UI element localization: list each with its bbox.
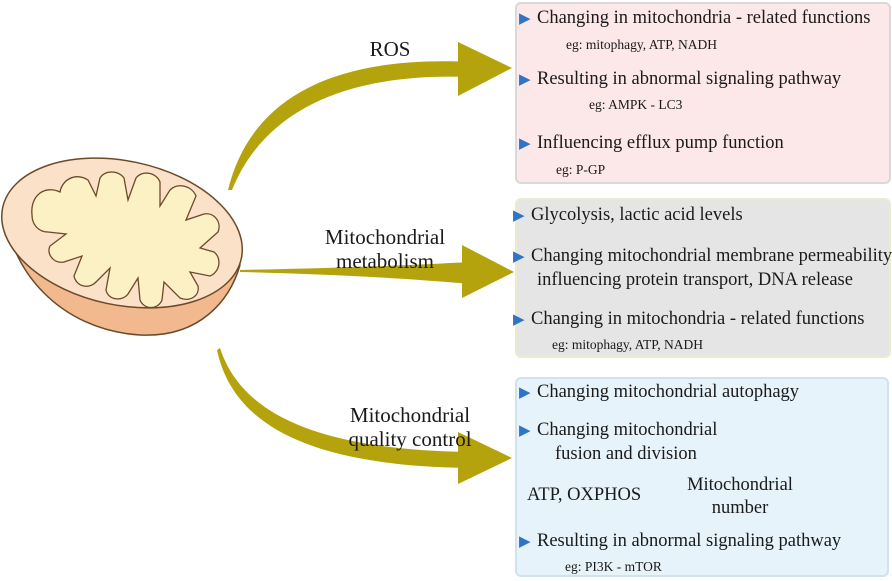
atp-oxphos-label: ATP, OXPHOS — [527, 485, 642, 505]
quality-control-arrow — [217, 348, 512, 484]
ros-label: ROS — [369, 37, 411, 61]
metabolism-item-3: ▶Changing in mitochondria - related func… — [513, 309, 865, 329]
ros-item-1: ▶Changing in mitochondria - related func… — [519, 8, 871, 28]
quality-item-2-line2: fusion and division — [555, 444, 697, 464]
ros-item-3-example: eg: P-GP — [556, 162, 606, 177]
ros-item-2: ▶Resulting in abnormal signaling pathway — [519, 69, 842, 89]
quality-item-3-example: eg: PI3K - mTOR — [565, 559, 662, 574]
bullet-icon: ▶ — [519, 385, 531, 401]
metabolism-item-2-line2: influencing protein transport, DNA relea… — [537, 270, 853, 290]
bullet-icon: ▶ — [519, 72, 531, 88]
metabolism-item-2: ▶Changing mitochondrial membrane permeab… — [513, 246, 892, 266]
metabolism-label-line2: metabolism — [336, 249, 434, 273]
quality-item-2: ▶Changing mitochondrial — [519, 420, 718, 440]
quality-label-line2: quality control — [348, 427, 472, 451]
bullet-icon: ▶ — [513, 312, 525, 328]
ros-item-1-example: eg: mitophagy, ATP, NADH — [566, 37, 717, 52]
bullet-icon: ▶ — [513, 208, 525, 224]
bullet-icon: ▶ — [519, 423, 531, 439]
bullet-icon: ▶ — [519, 136, 531, 152]
mitochondrial-number-line2: number — [711, 498, 769, 518]
quality-item-3: ▶Resulting in abnormal signaling pathway — [519, 531, 842, 551]
metabolism-item-3-example: eg: mitophagy, ATP, NADH — [552, 337, 703, 352]
metabolism-label-line1: Mitochondrial — [324, 225, 446, 249]
mitochondrion-cristae — [31, 171, 220, 309]
ros-arrow — [228, 42, 512, 190]
metabolism-arrow — [240, 245, 514, 298]
quality-label-line1: Mitochondrial — [349, 403, 471, 427]
bullet-icon: ▶ — [519, 534, 531, 550]
ros-effects-panel — [515, 2, 891, 184]
quality-control-effects-panel — [515, 377, 889, 577]
quality-item-1: ▶Changing mitochondrial autophagy — [519, 382, 800, 402]
mitochondrial-number-line1: Mitochondrial — [687, 475, 793, 495]
ros-item-2-example: eg: AMPK - LC3 — [589, 97, 683, 112]
metabolism-effects-panel — [515, 198, 891, 358]
bullet-icon: ▶ — [519, 11, 531, 27]
ros-item-3: ▶Influencing efflux pump function — [519, 133, 784, 153]
metabolism-item-1: ▶Glycolysis, lactic acid levels — [513, 205, 743, 225]
bullet-icon: ▶ — [513, 249, 525, 265]
mitochondrion-illustration — [0, 157, 244, 336]
